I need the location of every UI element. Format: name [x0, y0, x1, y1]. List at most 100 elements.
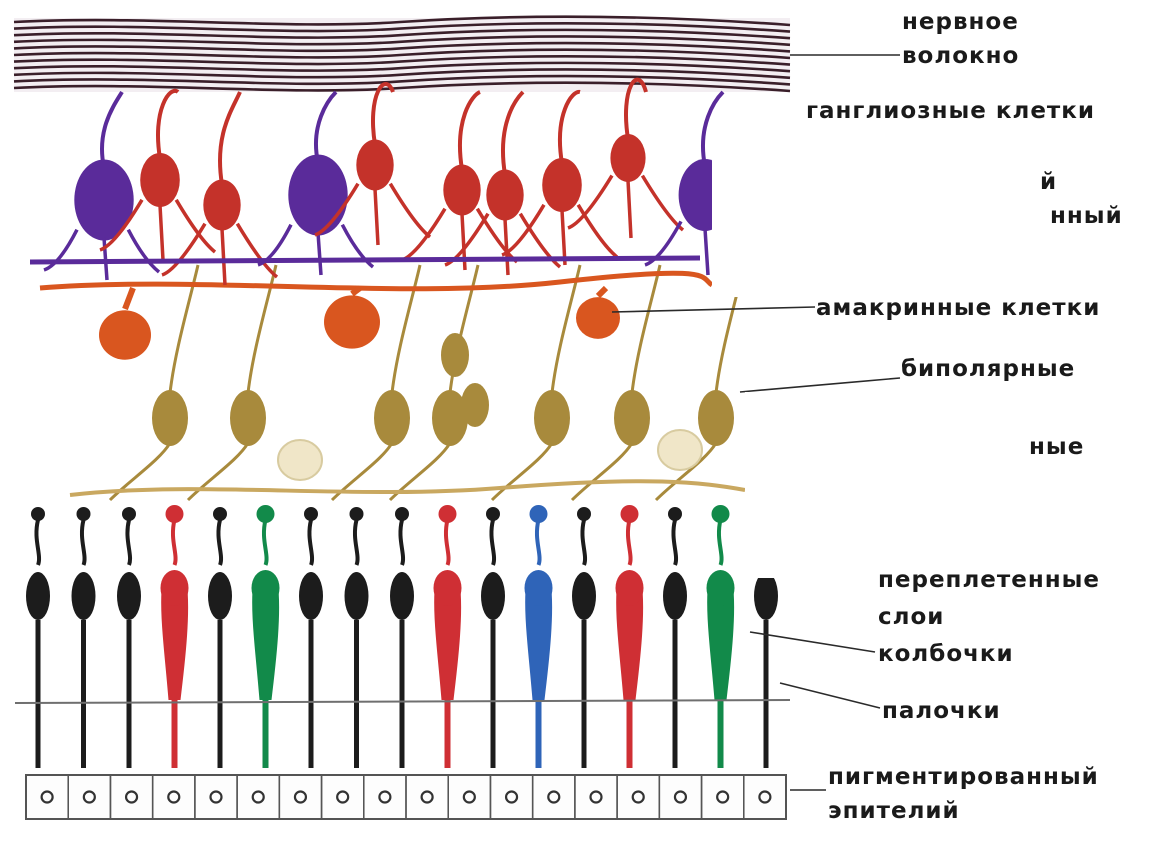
label-rods: палочки — [882, 697, 1001, 725]
ganglion-cell — [356, 140, 393, 191]
synaptic-terminal — [577, 507, 591, 521]
label-plexiform-line1: переплетенные — [878, 566, 1100, 594]
bipolar-cell — [374, 390, 410, 446]
rod-cell — [572, 507, 596, 768]
synaptic-terminal — [486, 507, 500, 521]
label-bipolar: биполярные — [901, 355, 1075, 383]
amacrine-cell — [576, 297, 620, 339]
ganglion-dendrite — [502, 205, 617, 265]
ganglion-cell — [610, 134, 645, 182]
receptor-fiber — [582, 520, 585, 565]
bipolar-cell — [534, 390, 570, 446]
label-ganglion-cells: ганглиозные клетки — [806, 97, 1095, 125]
leader-line — [780, 683, 880, 708]
inner-plexus-line — [40, 273, 712, 289]
cone-nucleus — [161, 570, 189, 606]
ganglion-cell — [203, 180, 240, 231]
label-partial-upper-1: й — [1040, 168, 1057, 196]
ganglion-axon — [102, 92, 122, 168]
ganglion-cell-layer — [30, 134, 760, 285]
receptor-fiber — [218, 520, 221, 565]
ganglion-cell — [443, 165, 480, 216]
rod-cell — [208, 507, 232, 768]
receptor-fiber — [400, 520, 403, 565]
ganglion-cell — [140, 153, 180, 207]
photoreceptor-layer — [15, 505, 790, 768]
receptor-fiber — [673, 520, 676, 565]
bipolar-cell — [614, 390, 650, 446]
bipolar-dendrite — [572, 443, 632, 500]
receptor-fiber — [173, 520, 176, 565]
horizontal-cell — [278, 440, 322, 480]
bipolar-cell — [152, 390, 188, 446]
cone-nucleus — [707, 570, 735, 606]
synaptic-terminal — [395, 507, 409, 521]
synaptic-terminal — [350, 507, 364, 521]
label-pigment-line2: эпителий — [828, 797, 960, 825]
rod-nucleus — [299, 572, 323, 620]
amacrine-process — [125, 288, 133, 309]
nerve-fiber-layer — [14, 17, 790, 92]
amacrine-cell — [324, 295, 380, 348]
ganglion-axon — [158, 91, 178, 159]
rod-nucleus — [390, 572, 414, 620]
cone-nucleus — [434, 570, 462, 606]
leader-line — [750, 632, 875, 652]
rod-nucleus — [72, 572, 96, 620]
rod-nucleus — [26, 572, 50, 620]
ganglion-axon — [460, 92, 480, 170]
synaptic-terminal — [213, 507, 227, 521]
cone-nucleus — [252, 570, 280, 606]
ganglion-axon — [373, 84, 393, 145]
ganglion-axon — [503, 92, 523, 175]
ganglion-axon — [560, 92, 580, 164]
rod-nucleus — [208, 572, 232, 620]
horizontal-cell — [658, 430, 702, 470]
rod-nucleus — [663, 572, 687, 620]
rod-cell — [299, 507, 323, 768]
synaptic-terminal — [122, 507, 136, 521]
rod-cell — [345, 507, 369, 768]
rod-nucleus — [117, 572, 141, 620]
amacrine-process — [598, 288, 606, 296]
leader-line — [612, 307, 815, 312]
ganglion-cell — [542, 158, 582, 212]
label-nerve-fiber-line2: волокно — [902, 42, 1019, 70]
cone-cell — [616, 505, 644, 768]
label-nerve-fiber-line1: нервное — [902, 8, 1019, 36]
bipolar-axon — [392, 265, 420, 393]
cone-nucleus — [525, 570, 553, 606]
ganglion-axon — [220, 92, 240, 185]
cone-cell — [434, 505, 462, 768]
bipolar-axon — [632, 265, 660, 393]
label-partial-upper-2: нный — [1050, 202, 1123, 230]
ganglion-dendrite — [162, 224, 277, 285]
cone-cell — [252, 505, 280, 768]
cone-nucleus — [616, 570, 644, 606]
label-amacrine-cells: амакринные клетки — [816, 294, 1100, 322]
receptor-fiber — [355, 520, 358, 565]
synaptic-terminal — [77, 507, 91, 521]
label-partial-lower: ные — [1029, 433, 1084, 461]
rod-nucleus — [345, 572, 369, 620]
receptor-fiber — [719, 520, 722, 565]
receptor-fiber — [628, 520, 631, 565]
rod-cell — [663, 507, 687, 768]
rod-nucleus — [572, 572, 596, 620]
cone-cell — [525, 505, 553, 768]
receptor-fiber — [309, 520, 312, 565]
synaptic-terminal — [304, 507, 318, 521]
label-cones: колбочки — [878, 640, 1014, 668]
ganglion-dendrite-purple — [30, 258, 700, 262]
rod-cell — [26, 507, 50, 768]
label-plexiform-line2: слои — [878, 603, 944, 631]
receptor-fiber — [537, 520, 540, 565]
rod-nucleus — [481, 572, 505, 620]
synaptic-terminal — [668, 507, 682, 521]
bipolar-cell — [230, 390, 266, 446]
receptor-fiber — [127, 520, 130, 565]
ganglion-cell — [486, 170, 523, 221]
ganglion-axon — [316, 92, 336, 163]
receptor-fiber — [264, 520, 267, 565]
mask-block-lower — [745, 392, 1149, 578]
